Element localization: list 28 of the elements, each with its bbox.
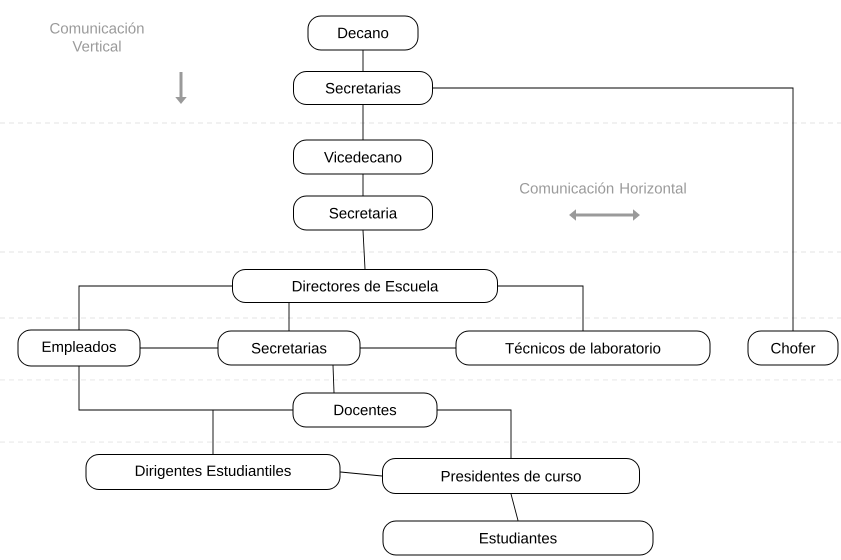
connector-line	[362, 50, 364, 72]
connector-line	[362, 174, 364, 196]
org-box: Directores de Escuela	[232, 269, 498, 303]
org-box: Decano	[308, 16, 418, 50]
connector-line	[332, 365, 334, 393]
org-box: Técnicos de laboratorio	[456, 330, 710, 366]
connector-line	[78, 286, 232, 330]
connector-line	[340, 472, 382, 476]
org-box: Secretarias	[218, 330, 360, 366]
connector-line	[362, 230, 366, 270]
org-box: Chofer	[748, 330, 838, 366]
connector-line	[212, 410, 293, 454]
connector-line	[432, 88, 794, 331]
connector-line	[437, 410, 512, 458]
org-box: Secretarias	[293, 71, 433, 105]
org-box: Dirigentes Estudiantiles	[86, 454, 340, 490]
org-box: Estudiantes	[382, 520, 654, 556]
connector-line	[498, 286, 584, 331]
annotation-text: Comunicación Horizontal	[520, 182, 686, 194]
org-box: Presidentes de curso	[382, 458, 640, 494]
connector-line	[362, 104, 364, 140]
connector-line	[510, 494, 518, 521]
org-box: Vicedecano	[293, 140, 433, 174]
annotation-text: Comunicación Vertical	[50, 22, 144, 52]
org-box: Docentes	[292, 392, 438, 428]
org-box: Secretaria	[293, 196, 433, 230]
org-box: Empleados	[18, 330, 140, 366]
connector-line	[288, 302, 290, 331]
